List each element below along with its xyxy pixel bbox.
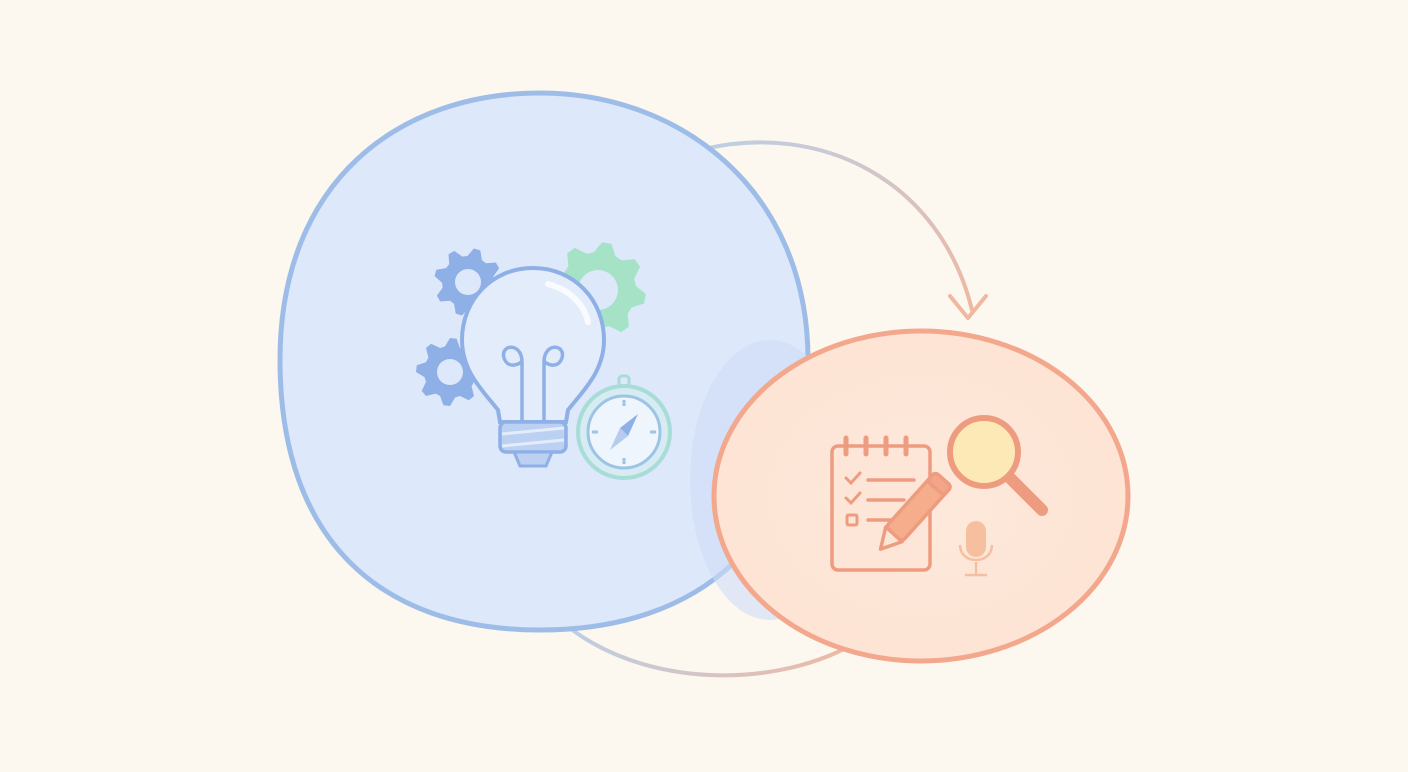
connector-arrow [698, 140, 974, 312]
microphone-icon [958, 521, 994, 577]
lightbulb-icon [459, 265, 607, 468]
pencil-icon [878, 471, 952, 551]
compass-icon [576, 374, 672, 480]
magnifier-icon [947, 415, 1048, 516]
connector-return [558, 618, 862, 678]
arrowhead-icon [948, 294, 988, 320]
